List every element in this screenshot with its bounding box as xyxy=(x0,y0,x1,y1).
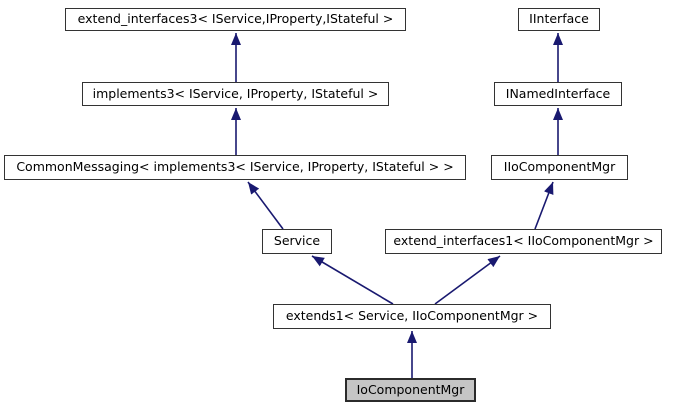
class-node-inamedinterface[interactable]: INamedInterface xyxy=(494,82,622,106)
class-node-implements3[interactable]: implements3< IService, IProperty, IState… xyxy=(82,82,389,106)
class-node-extends1[interactable]: extends1< Service, IIoComponentMgr > xyxy=(273,304,551,329)
class-node-commonmessaging[interactable]: CommonMessaging< implements3< IService, … xyxy=(4,155,466,180)
class-node-iiocomponentmgr[interactable]: IIoComponentMgr xyxy=(491,155,628,180)
class-node-extend-interfaces1[interactable]: extend_interfaces1< IIoComponentMgr > xyxy=(385,229,662,254)
class-node-iocomponentmgr: IoComponentMgr xyxy=(345,378,476,402)
class-node-service[interactable]: Service xyxy=(262,229,332,254)
class-node-iinterface[interactable]: IInterface xyxy=(518,8,600,31)
class-node-extend-interfaces3[interactable]: extend_interfaces3< IService,IProperty,I… xyxy=(65,8,406,31)
